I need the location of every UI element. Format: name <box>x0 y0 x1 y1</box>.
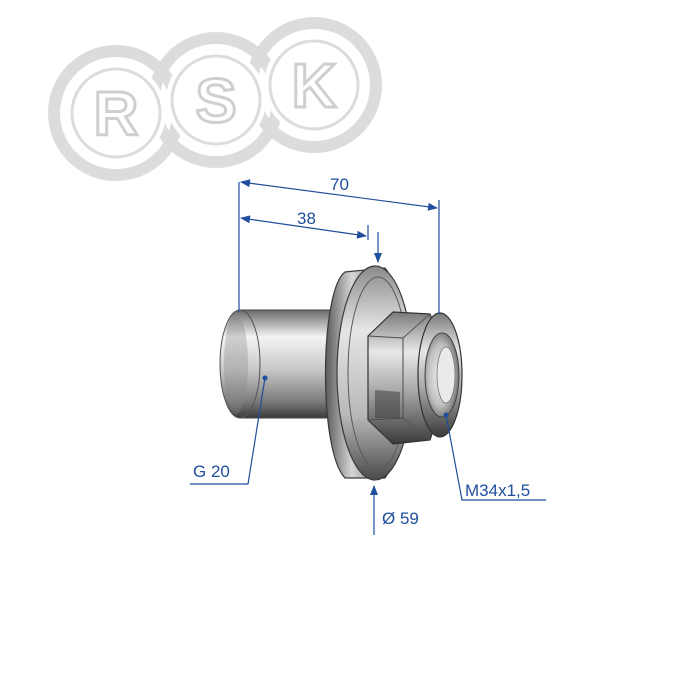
logo-letter-k: K <box>292 52 337 121</box>
leader-dot-g20 <box>262 375 268 381</box>
dim-line-70 <box>240 179 438 211</box>
rsk-logo <box>48 17 382 181</box>
label-nut-thread: M34x1,5 <box>465 481 530 500</box>
label-shaft-thread: G 20 <box>193 462 230 481</box>
leader-g20 <box>190 377 266 485</box>
hex-nut <box>367 311 463 445</box>
dimension-lines <box>190 179 546 535</box>
dimension-labels: 70 38 G 20 Ø 59 M34x1,5 <box>193 175 530 528</box>
leader-dots <box>262 375 449 418</box>
logo-letter-s: S <box>195 67 236 136</box>
label-overall-length: 70 <box>330 175 349 194</box>
dim-line-38 <box>240 215 367 239</box>
logo-letter-r: R <box>94 80 139 149</box>
label-shaft-length: 38 <box>297 209 316 228</box>
leader-m34 <box>445 414 546 501</box>
label-flange-diameter: Ø 59 <box>382 509 419 528</box>
shaft <box>219 309 331 419</box>
rsk-logo-letters: R S K <box>92 51 338 151</box>
leader-dot-m34 <box>443 412 449 418</box>
